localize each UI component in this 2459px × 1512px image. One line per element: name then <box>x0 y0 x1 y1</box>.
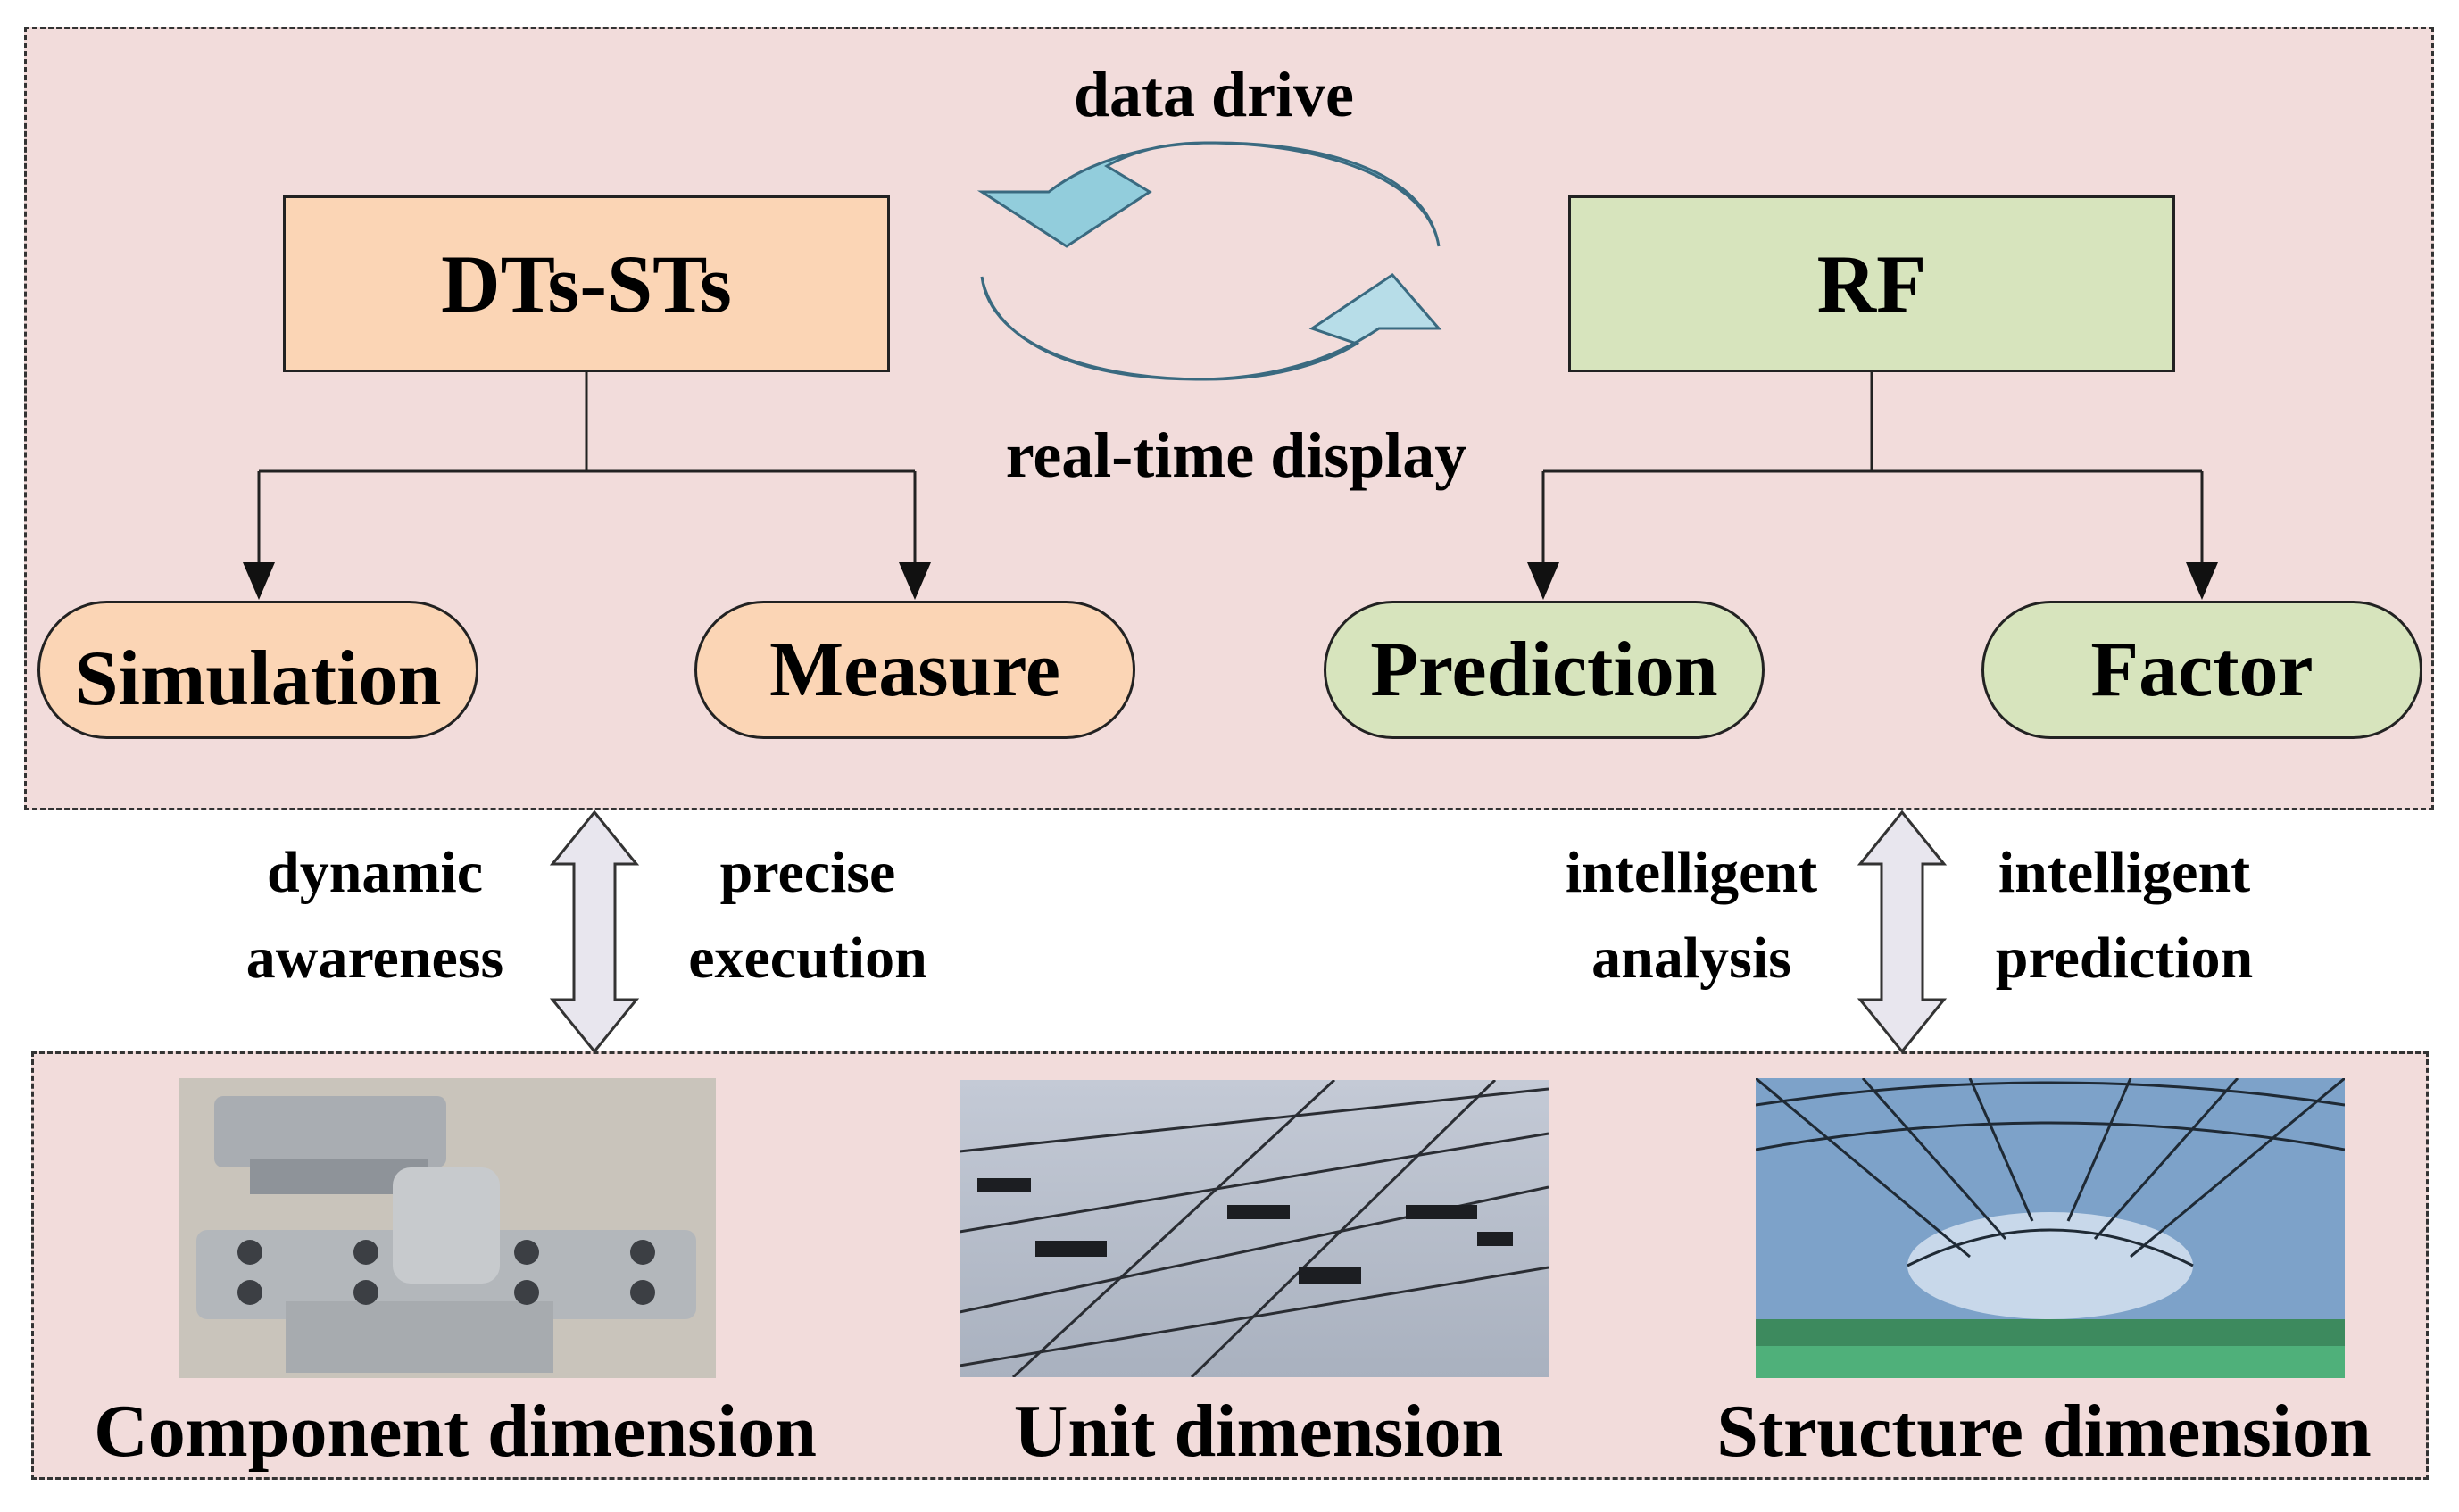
right-tree-lines <box>1541 371 2204 567</box>
cycle-arrows <box>976 141 1442 381</box>
measure-pill: Measure <box>694 601 1135 739</box>
cycle-arrow-top <box>976 141 1441 248</box>
unit-illustration <box>960 1080 1549 1377</box>
factor-pill: Factor <box>1981 601 2422 739</box>
data-drive-label: data drive <box>1074 59 1354 130</box>
prediction-pill: Prediction <box>1324 601 1765 739</box>
simulation-pill: Simulation <box>37 601 478 739</box>
intelligent-analysis-line-1: intelligent <box>1565 840 1818 905</box>
right-tree-arrowheads <box>1527 562 2218 600</box>
structure-dimension-caption: Structure dimension <box>1716 1390 2372 1473</box>
structure-photo <box>1756 1078 2345 1378</box>
double-arrow-right <box>1857 810 1948 1054</box>
precise-execution-line-1: precise <box>719 840 896 905</box>
rf-box: RF <box>1568 195 2175 372</box>
rf-label: RF <box>1816 238 1927 329</box>
dts-sts-box: DTs-STs <box>283 195 890 372</box>
real-time-display-label: real-time display <box>1005 420 1467 491</box>
dynamic-awareness-label: dynamic awareness <box>196 830 553 1001</box>
simulation-label: Simulation <box>74 636 442 722</box>
unit-photo <box>960 1080 1549 1377</box>
component-dimension-caption: Component dimension <box>94 1390 817 1473</box>
precise-execution-label: precise execution <box>643 830 973 1001</box>
component-photo <box>179 1078 716 1378</box>
prediction-label: Prediction <box>1370 627 1718 713</box>
unit-dimension-caption: Unit dimension <box>1013 1390 1504 1473</box>
double-arrow-left <box>549 810 640 1054</box>
left-tree-arrowheads <box>243 562 931 600</box>
measure-label: Measure <box>769 627 1060 713</box>
component-illustration <box>179 1078 716 1378</box>
dts-sts-label: DTs-STs <box>441 238 732 329</box>
intelligent-prediction-line-2: prediction <box>1995 926 2254 991</box>
factor-label: Factor <box>2090 627 2314 713</box>
cycle-arrow-bottom <box>980 273 1442 381</box>
intelligent-analysis-label: intelligent analysis <box>1535 830 1848 1001</box>
intelligent-prediction-label: intelligent prediction <box>1964 830 2285 1001</box>
dynamic-awareness-line-1: dynamic <box>266 840 484 905</box>
dynamic-awareness-line-2: awareness <box>245 926 504 991</box>
intelligent-prediction-line-1: intelligent <box>1998 840 2251 905</box>
structure-illustration <box>1756 1078 2345 1378</box>
left-tree-lines <box>257 371 917 567</box>
intelligent-analysis-line-2: analysis <box>1591 926 1791 991</box>
precise-execution-line-2: execution <box>688 926 927 991</box>
